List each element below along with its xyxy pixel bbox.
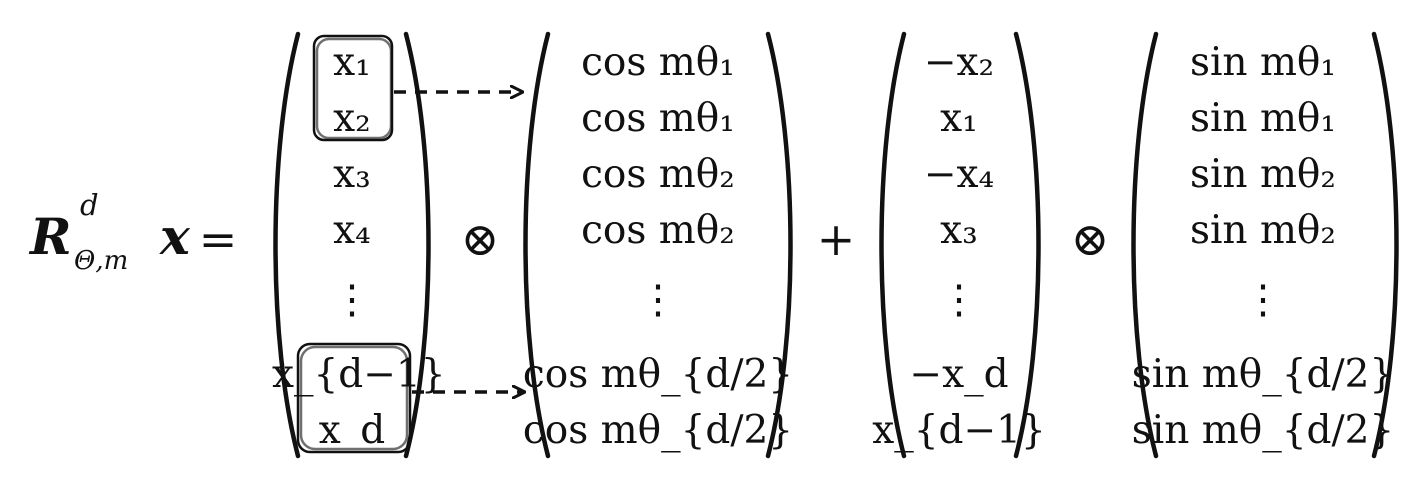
vector-x-rotated-vdots: ⋮ (939, 277, 979, 323)
paren-left-vector-x (273, 31, 301, 459)
vector-cos-entry-1: cos mθ₁ (581, 40, 735, 85)
plus-sign: + (816, 212, 856, 266)
vector-sin-entry-2: sin mθ₁ (1189, 96, 1337, 141)
paren-right-vector-x (403, 31, 431, 459)
rotation-matrix-subscript: Θ,m (74, 246, 129, 276)
vector-cos-vdots: ⋮ (638, 277, 678, 323)
paren-left-vector-sin (1131, 31, 1159, 459)
rotation-matrix-symbol: R (30, 207, 72, 266)
vector-x-rotated-entry-d-minus-1: −x_d (909, 352, 1009, 397)
vector-x-rotated-entry-1: −x₂ (923, 40, 995, 85)
vector-sin-vdots: ⋮ (1243, 277, 1283, 323)
vector-x-entry-4: x₄ (333, 208, 371, 253)
highlight-box-last-pair (296, 342, 412, 454)
vector-x-entry-d: x_d (318, 408, 386, 453)
vector-x-entry-1: x₁ (333, 40, 371, 85)
vector-cos-entry-4: cos mθ₂ (581, 208, 735, 253)
highlight-box-last-pair-stroke-2 (299, 345, 409, 451)
paren-left-vector-cos (523, 31, 551, 459)
vector-x-rotated-entry-3: −x₄ (923, 152, 995, 197)
paren-right-vector-x-rotated (1013, 31, 1041, 459)
vector-sin-entry-3: sin mθ₂ (1189, 152, 1337, 197)
vector-x-entry-3: x₃ (333, 152, 371, 197)
paren-right-vector-cos (765, 31, 793, 459)
highlight-box-first-pair-stroke-2 (315, 37, 393, 140)
input-vector-symbol: x (160, 207, 190, 266)
vector-sin-entry-1: sin mθ₁ (1189, 40, 1337, 85)
elementwise-product-symbol-2: ⊗ (1070, 212, 1110, 266)
vector-sin-entry-d-minus-1: sin mθ_{d/2} (1131, 352, 1395, 397)
vector-sin-entry-4: sin mθ₂ (1189, 208, 1337, 253)
vector-x-rotated-entry-4: x₃ (940, 208, 978, 253)
vector-x-vdots: ⋮ (332, 277, 372, 323)
paren-left-vector-x-rotated (879, 31, 907, 459)
vector-cos-entry-3: cos mθ₂ (581, 152, 735, 197)
vector-cos-entry-d-minus-1: cos mθ_{d/2} (522, 352, 794, 397)
rotation-matrix-superscript: d (80, 188, 99, 222)
vector-cos-entry-d: cos mθ_{d/2} (522, 408, 794, 453)
vector-sin-entry-d: sin mθ_{d/2} (1131, 408, 1395, 453)
vector-x-rotated-entry-2: x₁ (940, 96, 978, 141)
vector-cos-entry-2: cos mθ₁ (581, 96, 735, 141)
highlight-box-first-pair (312, 34, 394, 142)
vector-x-entry-2: x₂ (333, 96, 371, 141)
elementwise-product-symbol-1: ⊗ (460, 212, 500, 266)
equals-sign: = (198, 212, 238, 266)
paren-right-vector-sin (1371, 31, 1399, 459)
